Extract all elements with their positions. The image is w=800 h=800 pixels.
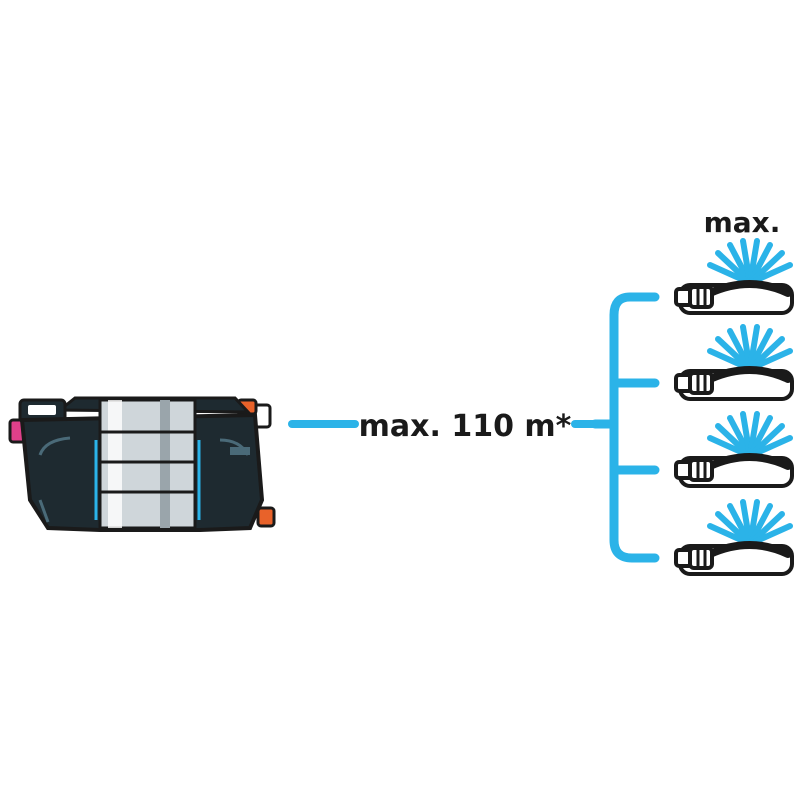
distance-label: max. 110 m* xyxy=(359,409,572,444)
sprinkler-icon xyxy=(676,502,792,574)
sprinkler-icon xyxy=(676,241,792,313)
manifold-icon xyxy=(590,292,660,563)
pump-icon xyxy=(8,396,276,532)
sprinkler-icon xyxy=(676,414,792,486)
sprinkler-icon xyxy=(676,327,792,399)
sprinkler-max-label: max. xyxy=(704,206,781,239)
